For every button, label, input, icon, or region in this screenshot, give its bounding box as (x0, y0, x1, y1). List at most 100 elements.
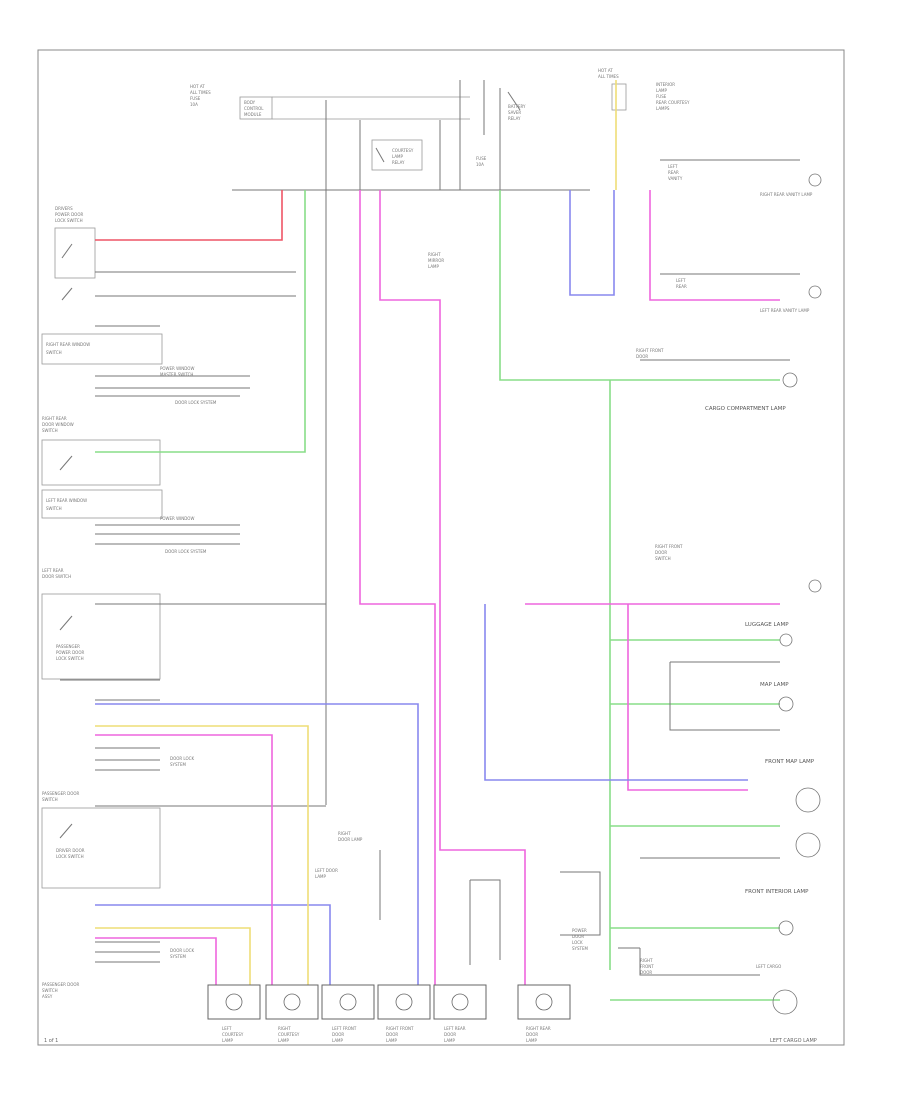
bottom-lamp-label: LAMP (444, 1038, 456, 1043)
svg-text:SWITCH: SWITCH (46, 506, 62, 511)
svg-text:LAMP: LAMP (315, 874, 327, 879)
svg-text:RIGHT REAR: RIGHT REAR (42, 416, 67, 421)
bottom-lamp-label: LAMP (386, 1038, 398, 1043)
svg-text:DOOR LOCK: DOOR LOCK (170, 756, 194, 761)
svg-text:DOOR LOCK SYSTEM: DOOR LOCK SYSTEM (165, 549, 207, 554)
svg-text:HOT AT: HOT AT (598, 68, 613, 73)
svg-text:POWER: POWER (572, 928, 587, 933)
bottom-lamp-label: COURTESY (222, 1032, 244, 1037)
bottom-lamp-label: DOOR (332, 1032, 344, 1037)
svg-text:LAMP: LAMP (392, 154, 404, 159)
svg-text:SWITCH: SWITCH (42, 797, 58, 802)
diagram-frame (37, 49, 845, 1046)
top-fuse-area: HOT AT ALL TIMES FUSE 10A BODY CONTROL M… (190, 68, 690, 805)
bottom-lamp-label: LAMP (278, 1038, 290, 1043)
svg-text:REAR: REAR (668, 170, 679, 175)
footer-right: LEFT CARGO LAMP (770, 1038, 817, 1044)
svg-text:DOOR: DOOR (572, 934, 584, 939)
svg-text:ALL TIMES: ALL TIMES (598, 74, 619, 79)
bottom-lamp: RIGHT FRONT DOOR LAMP (377, 984, 431, 1043)
svg-text:POWER WINDOW: POWER WINDOW (160, 366, 194, 371)
cargo-compartment-label: CARGO COMPARTMENT LAMP (705, 406, 786, 412)
svg-text:PASSENGER DOOR: PASSENGER DOOR (42, 982, 80, 987)
svg-text:DOOR: DOOR (640, 970, 652, 975)
front-interior-label: FRONT INTERIOR LAMP (745, 889, 809, 895)
svg-text:SYSTEM: SYSTEM (170, 762, 186, 767)
svg-text:SYSTEM: SYSTEM (170, 954, 186, 959)
svg-text:SYSTEM: SYSTEM (572, 946, 588, 951)
svg-text:DOOR LAMP: DOOR LAMP (338, 837, 363, 842)
svg-text:MASTER SWITCH: MASTER SWITCH (160, 372, 193, 377)
svg-text:COURTESY: COURTESY (392, 148, 414, 153)
svg-text:POWER DOOR: POWER DOOR (55, 212, 83, 217)
svg-text:DOOR WINDOW: DOOR WINDOW (42, 422, 74, 427)
svg-text:BODY: BODY (244, 100, 256, 105)
bottom-lamp-label: DOOR (386, 1032, 398, 1037)
svg-text:CONTROL: CONTROL (244, 106, 264, 111)
svg-text:MODULE: MODULE (244, 112, 262, 117)
svg-text:RIGHT FRONT: RIGHT FRONT (636, 348, 664, 353)
map-lamp-label: MAP LAMP (760, 682, 789, 688)
svg-text:DOOR LOCK SYSTEM: DOOR LOCK SYSTEM (175, 400, 217, 405)
svg-text:FUSE: FUSE (476, 156, 487, 161)
bottom-lamp-label: DOOR (526, 1032, 538, 1037)
svg-text:LOCK SWITCH: LOCK SWITCH (56, 656, 84, 661)
bottom-lamp: RIGHT COURTESY LAMP (265, 984, 319, 1043)
svg-text:LEFT DOOR: LEFT DOOR (315, 868, 338, 873)
svg-text:RIGHT FRONT: RIGHT FRONT (655, 544, 683, 549)
left-switch-group: DRIVERS POWER DOOR LOCK SWITCH RIGHT REA… (41, 206, 326, 999)
luggage-lamp-label: LUGGAGE LAMP (745, 622, 789, 628)
svg-text:LAMPS: LAMPS (656, 106, 670, 111)
svg-text:DRIVERS: DRIVERS (55, 206, 73, 211)
svg-text:BATTERY: BATTERY (508, 104, 526, 109)
right-lamp-group: LEFT REAR VANITY RIGHT REAR VANITY LAMP … (618, 159, 822, 1015)
svg-text:FRONT: FRONT (640, 964, 654, 969)
svg-text:RIGHT REAR VANITY LAMP: RIGHT REAR VANITY LAMP (760, 192, 813, 197)
front-map-lamp-label: FRONT MAP LAMP (765, 759, 815, 765)
svg-text:LEFT: LEFT (676, 278, 686, 283)
bottom-lamp-label: LAMP (526, 1038, 538, 1043)
svg-text:RIGHT: RIGHT (338, 831, 351, 836)
bottom-lamp-label: DOOR (444, 1032, 456, 1037)
svg-text:RIGHT: RIGHT (640, 958, 653, 963)
bottom-lamp: LEFT COURTESY LAMP (207, 984, 261, 1043)
svg-text:INTERIOR: INTERIOR (656, 82, 675, 87)
bottom-lamp-label: COURTESY (278, 1032, 300, 1037)
bottom-lamp: LEFT REAR DOOR LAMP (433, 984, 487, 1043)
svg-text:RIGHT: RIGHT (428, 252, 441, 257)
svg-text:SWITCH: SWITCH (42, 428, 58, 433)
svg-text:PASSENGER DOOR: PASSENGER DOOR (42, 791, 80, 796)
svg-text:LAMP: LAMP (656, 88, 668, 93)
bottom-lamp-label: LEFT (222, 1026, 232, 1031)
svg-text:ALL TIMES: ALL TIMES (190, 90, 211, 95)
svg-text:FUSE: FUSE (656, 94, 667, 99)
svg-text:DOOR SWITCH: DOOR SWITCH (42, 574, 71, 579)
mid-components: RIGHT MIRROR LAMP POWER DOOR LOCK SYSTEM… (315, 252, 601, 965)
svg-text:ASSY: ASSY (42, 994, 53, 999)
bottom-lamp-label: RIGHT REAR (526, 1026, 551, 1031)
footer-left: 1 of 1 (44, 1038, 58, 1044)
svg-text:VANITY: VANITY (668, 176, 683, 181)
svg-text:REAR: REAR (676, 284, 687, 289)
svg-text:SAVER: SAVER (508, 110, 521, 115)
svg-text:PASSENGER: PASSENGER (56, 644, 80, 649)
svg-text:REAR COURTESY: REAR COURTESY (656, 100, 690, 105)
bottom-lamp: RIGHT REAR DOOR LAMP (517, 984, 571, 1043)
svg-text:SWITCH: SWITCH (655, 556, 671, 561)
bottom-lamp-label: RIGHT (278, 1026, 291, 1031)
bottom-lamp-label: LEFT REAR (444, 1026, 466, 1031)
svg-text:LEFT REAR VANITY LAMP: LEFT REAR VANITY LAMP (760, 308, 810, 313)
svg-text:LEFT REAR WINDOW: LEFT REAR WINDOW (46, 498, 87, 503)
svg-text:10A: 10A (190, 102, 198, 107)
svg-text:LOCK SWITCH: LOCK SWITCH (55, 218, 83, 223)
svg-text:DOOR: DOOR (636, 354, 648, 359)
svg-text:LEFT: LEFT (668, 164, 678, 169)
svg-text:RELAY: RELAY (508, 116, 521, 121)
svg-text:10A: 10A (476, 162, 484, 167)
svg-text:DOOR: DOOR (655, 550, 667, 555)
svg-text:HOT AT: HOT AT (190, 84, 205, 89)
bottom-lamp-label: LAMP (222, 1038, 234, 1043)
bottom-lamp: LEFT FRONT DOOR LAMP (321, 984, 375, 1043)
svg-text:POWER WINDOW: POWER WINDOW (160, 516, 194, 521)
